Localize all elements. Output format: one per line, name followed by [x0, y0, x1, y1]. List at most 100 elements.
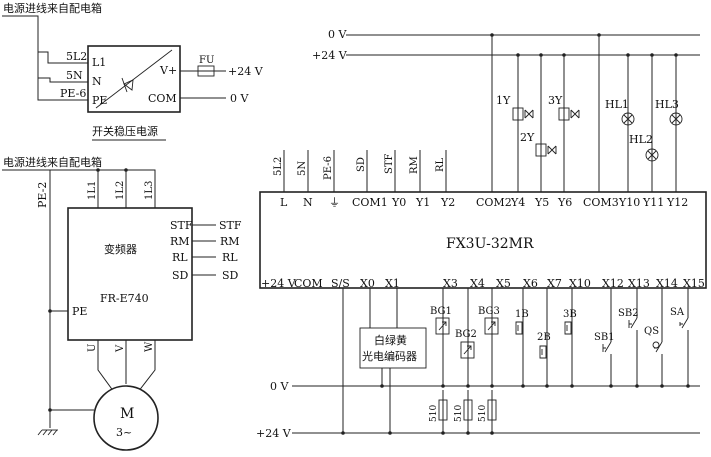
junction-dot: [626, 53, 630, 57]
junction-dot: [562, 53, 566, 57]
valve-coil-3y: [558, 107, 570, 121]
junction-dot: [124, 168, 128, 172]
sensor-bg3-label: BG3: [478, 306, 500, 317]
supply-source-label: 电源进线来自配电箱: [3, 1, 102, 15]
junction-dot: [48, 309, 52, 313]
junction-dot: [597, 33, 601, 37]
junction-dot: [96, 168, 100, 172]
plc-term-y11: Y11: [642, 196, 664, 209]
plc-term-y6: Y6: [557, 196, 572, 209]
motor-phase: 3~: [116, 426, 132, 439]
wire-label-5n: 5N: [66, 69, 83, 82]
lamp-cross: [623, 114, 633, 124]
sensor-bg2-icon: [460, 341, 475, 359]
junction-dot: [650, 53, 654, 57]
lamp-cross: [671, 114, 681, 124]
fuse-label: FU: [199, 55, 214, 66]
plc-term-x4: X4: [470, 277, 485, 290]
term-l1: L1: [92, 56, 106, 69]
lamp-cross: [647, 150, 657, 160]
plc-term-y5: Y5: [534, 196, 549, 209]
switch-qs-label: QS: [644, 326, 659, 337]
plc-term-24v: +24 V: [261, 277, 297, 290]
out-w: W: [144, 341, 155, 352]
plc-term-x5: X5: [496, 277, 511, 290]
junction-dot: [516, 53, 520, 57]
diode-bar: [121, 77, 128, 93]
plc-term-y1: Y1: [415, 196, 430, 209]
plc-wire-rl: RL: [435, 157, 446, 172]
inverter-section: 电源进线来自配电箱 PE-2 1L1 1L2 1L3 变频器 FR-E740 P…: [2, 155, 242, 451]
inverter-name: 变频器: [104, 242, 137, 256]
inv-term-stf: STF: [170, 219, 193, 232]
junction-dot: [609, 384, 613, 388]
button-sb1-label: SB1: [594, 332, 615, 343]
plc-term-y10: Y10: [618, 196, 640, 209]
plc-term-n: N: [303, 196, 313, 209]
wire-label-1l2: 1L2: [115, 181, 126, 200]
plc-section: FX3U-32MR 5L2 5N PE-6 SD STF RM RL L N ⏚…: [259, 150, 707, 290]
plc-term-x0: X0: [360, 277, 375, 290]
junction-dot: [545, 384, 549, 388]
plc-wire-pe6: PE-6: [323, 156, 334, 180]
switch-qs-knob: [652, 341, 660, 349]
valve-icon: [570, 109, 580, 119]
encoder-box: [359, 327, 427, 369]
junction-dot: [686, 384, 690, 388]
plc-term-x3: X3: [443, 277, 458, 290]
lamp-hl3-label: HL3: [655, 98, 679, 111]
wire: [38, 77, 88, 83]
supply-caption: 开关稳压电源: [92, 124, 158, 138]
wire: [97, 340, 115, 393]
resistor-1-label: 510: [429, 405, 439, 422]
plc-wire-stf: STF: [384, 153, 395, 174]
inv-term-rm: RM: [170, 235, 190, 248]
plc-term-x10: X10: [569, 277, 591, 290]
sensor-bg3-icon: [484, 317, 499, 335]
sensor-arrow: [463, 345, 472, 355]
plc-term-y4: Y4: [510, 196, 525, 209]
plc-model: FX3U-32MR: [446, 236, 534, 252]
valve-3y-label: 3Y: [548, 94, 563, 107]
button-sb2-label: SB2: [618, 308, 639, 319]
wire: [137, 340, 156, 393]
sensor-arrow: [438, 321, 447, 331]
wire-label-1l1: 1L1: [87, 181, 98, 200]
plc-term-y12: Y12: [666, 196, 688, 209]
junction-dot: [635, 384, 639, 388]
sensor-arrow: [487, 321, 496, 331]
motor-name: M: [120, 406, 134, 422]
wire: [2, 169, 156, 208]
inv-wire-sd: SD: [222, 269, 239, 282]
inv-wire-rm: RM: [220, 235, 240, 248]
inverter-pe: PE: [72, 305, 87, 318]
inverter-box: [67, 207, 193, 341]
junction-dot: [660, 384, 664, 388]
out-v: V: [115, 344, 126, 353]
plc-term-x14: X14: [656, 277, 678, 290]
junction-dot: [48, 408, 52, 412]
top-rails: 0 V +24 V: [312, 28, 700, 62]
junction-dot: [341, 431, 345, 435]
sensor-1b-icon: [515, 321, 523, 335]
plc-box: [259, 191, 707, 289]
sensor-2b-icon: [539, 345, 547, 359]
out-u: U: [87, 344, 98, 352]
fuse-symbol: [197, 65, 215, 77]
plc-term-com2: COM2: [476, 196, 512, 209]
junction-dot: [380, 384, 384, 388]
button-sb1-icon: [602, 341, 612, 353]
term-pe: PE: [92, 94, 107, 107]
lamp-hl2-icon: [645, 148, 659, 162]
sensor-bg2-label: BG2: [455, 329, 477, 340]
wire: [38, 51, 88, 64]
encoder-line1: 白绿黄: [374, 333, 407, 347]
plc-term-x7: X7: [547, 277, 562, 290]
plc-wire-rm: RM: [409, 156, 420, 174]
valve-icon: [524, 109, 534, 119]
inverter-model: FR-E740: [100, 292, 149, 305]
junction-dot: [539, 53, 543, 57]
inv-term-sd: SD: [172, 269, 189, 282]
power-supply-section: 电源进线来自配电箱 5L2 5N PE-6 L1 N PE V+ COM FU …: [2, 1, 264, 141]
